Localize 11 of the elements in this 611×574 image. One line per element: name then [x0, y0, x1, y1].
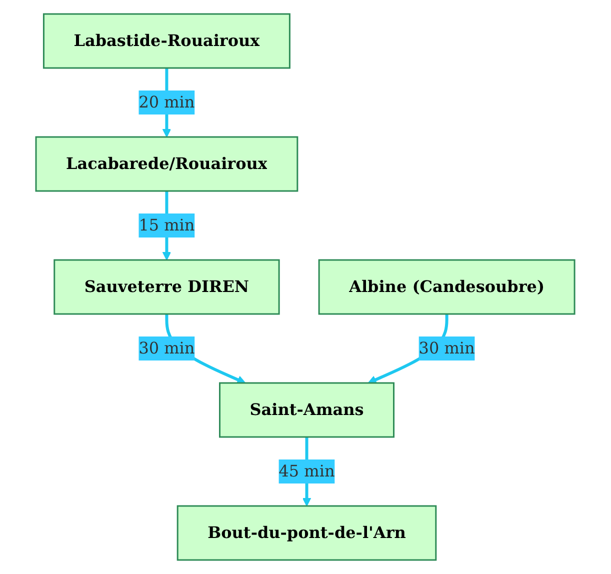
node-box: Lacabarede/Rouairoux: [35, 136, 298, 192]
node-box: Sauveterre DIREN: [54, 259, 280, 315]
node-box: Bout-du-pont-de-l'Arn: [177, 505, 437, 561]
node-box: Saint-Amans: [219, 382, 395, 438]
edge-label: 20 min: [138, 92, 195, 112]
edge-label: 30 min: [138, 338, 195, 358]
node-box: Labastide-Rouairoux: [43, 13, 291, 69]
edge-label: 15 min: [138, 215, 195, 234]
node-box: Albine (Candesoubre): [318, 259, 576, 315]
edge-label: 30 min: [418, 338, 476, 358]
edge-label: 45 min: [278, 461, 335, 480]
